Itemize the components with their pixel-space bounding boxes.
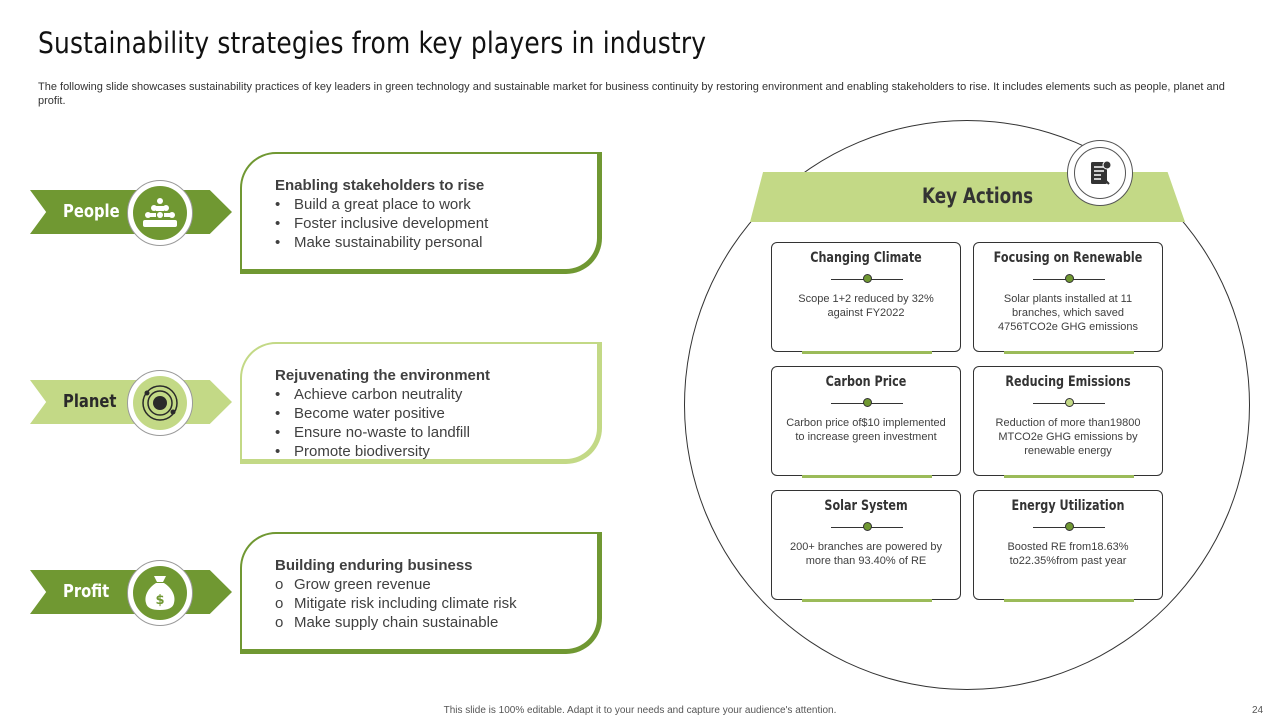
action-card-title: Solar System [824, 498, 908, 514]
strategy-heading: Rejuvenating the environment [275, 367, 491, 384]
list-item: • Achieve carbon neutrality [275, 385, 490, 404]
list-item-text: Ensure no-waste to landfill [294, 424, 470, 441]
list-item: o Make supply chain sustainable [275, 613, 517, 632]
action-card-title: Reducing Emissions [1005, 374, 1131, 390]
list-item-text: Mitigate risk including climate risk [294, 595, 517, 612]
list-item-text: Grow green revenue [294, 576, 431, 593]
action-card: Focusing on Renewable Solar plants insta… [973, 242, 1163, 354]
list-item: • Build a great place to work [275, 195, 488, 214]
action-card-text: Solar plants installed at 11 branches, w… [998, 293, 1138, 333]
document-badge [1067, 140, 1133, 206]
footer-note: This slide is 100% editable. Adapt it to… [443, 705, 837, 716]
action-card-text: Carbon price of$10 implemented to increa… [786, 417, 946, 443]
list-item: • Become water positive [275, 404, 490, 423]
list-item-text: Promote biodiversity [294, 443, 430, 460]
strategy-icon-badge [127, 370, 193, 436]
action-card: Solar System 200+ branches are powered b… [771, 490, 961, 602]
list-item: • Ensure no-waste to landfill [275, 423, 490, 442]
bullet-marker: o [275, 576, 284, 593]
strategy-list: • Build a great place to work • Foster inc… [275, 195, 488, 252]
strategy-row-profit: Profit $ Building enduring business o Gro… [0, 530, 620, 660]
action-card-title: Changing Climate [810, 250, 922, 266]
strategy-row-planet: Planet Rejuvenating the environment • Ach… [0, 340, 620, 470]
bullet-marker: o [275, 614, 284, 631]
bullet-marker: o [275, 595, 284, 612]
list-item-text: Foster inclusive development [294, 215, 489, 232]
accent-underline [802, 599, 932, 602]
list-item: o Mitigate risk including climate risk [275, 594, 517, 613]
strategy-heading: Enabling stakeholders to rise [275, 177, 485, 194]
strategy-row-people: People Enabling stakeholders to rise • Bu… [0, 150, 620, 280]
list-item: • Make sustainability personal [275, 233, 488, 252]
divider-dot [863, 522, 872, 531]
list-item: • Promote biodiversity [275, 442, 490, 461]
bullet-marker: • [275, 424, 281, 441]
strategy-card: Rejuvenating the environment • Achieve ca… [240, 342, 602, 464]
slide-subtitle: The following slide showcases sustainabi… [38, 81, 1225, 107]
bullet-marker: • [275, 443, 281, 460]
action-card-text: Scope 1+2 reduced by 32% against FY2022 [798, 293, 934, 319]
svg-text:$: $ [155, 593, 164, 608]
action-card: Reducing Emissions Reduction of more tha… [973, 366, 1163, 478]
list-item: • Foster inclusive development [275, 214, 488, 233]
strategy-heading: Building enduring business [275, 557, 473, 574]
strategy-label: Profit [63, 581, 110, 602]
action-card-text: 200+ branches are powered by more than 9… [790, 541, 942, 567]
action-card-title: Carbon Price [825, 374, 907, 390]
action-card: Carbon Price Carbon price of$10 implemen… [771, 366, 961, 478]
money-bag-icon: $ [133, 566, 187, 620]
bullet-marker: • [275, 234, 281, 251]
strategy-list: • Achieve carbon neutrality • Become water… [275, 385, 490, 461]
divider-dot [1065, 274, 1074, 283]
list-item-text: Make supply chain sustainable [294, 614, 499, 631]
globe-orbit-icon [133, 376, 187, 430]
list-item-text: Become water positive [294, 405, 445, 422]
divider-dot [1065, 522, 1074, 531]
accent-underline [1004, 475, 1134, 478]
strategy-label: People [63, 201, 120, 222]
list-item-text: Make sustainability personal [294, 234, 483, 251]
action-card-text: Reduction of more than19800 MTCO2e GHG e… [995, 417, 1141, 457]
strategy-card: Enabling stakeholders to rise • Build a g… [240, 152, 602, 274]
list-item-text: Achieve carbon neutrality [294, 386, 463, 403]
bullet-marker: • [275, 215, 281, 232]
strategy-icon-badge [127, 180, 193, 246]
accent-underline [802, 475, 932, 478]
action-card-title: Energy Utilization [1011, 498, 1125, 514]
list-item: o Grow green revenue [275, 575, 517, 594]
slide-title: Sustainability strategies from key playe… [38, 26, 707, 60]
accent-underline [1004, 351, 1134, 354]
accent-underline [802, 351, 932, 354]
accent-underline [1004, 599, 1134, 602]
page-number: 24 [1252, 705, 1264, 716]
key-actions-title: Key Actions [922, 184, 1034, 208]
action-card-title: Focusing on Renewable [993, 250, 1143, 266]
divider-dot [863, 274, 872, 283]
strategy-label: Planet [63, 391, 117, 412]
people-group-icon [133, 186, 187, 240]
document-icon [1074, 147, 1126, 199]
strategy-icon-badge: $ [127, 560, 193, 626]
bullet-marker: • [275, 386, 281, 403]
action-card-text: Boosted RE from18.63% to22.35%from past … [1007, 541, 1129, 567]
divider-dot [863, 398, 872, 407]
action-card: Energy Utilization Boosted RE from18.63%… [973, 490, 1163, 602]
bullet-marker: • [275, 196, 281, 213]
list-item-text: Build a great place to work [294, 196, 471, 213]
strategy-card: Building enduring business o Grow green r… [240, 532, 602, 654]
divider-dot [1065, 398, 1074, 407]
bullet-marker: • [275, 405, 281, 422]
key-actions-circle [684, 120, 1250, 690]
action-card: Changing Climate Scope 1+2 reduced by 32… [771, 242, 961, 354]
